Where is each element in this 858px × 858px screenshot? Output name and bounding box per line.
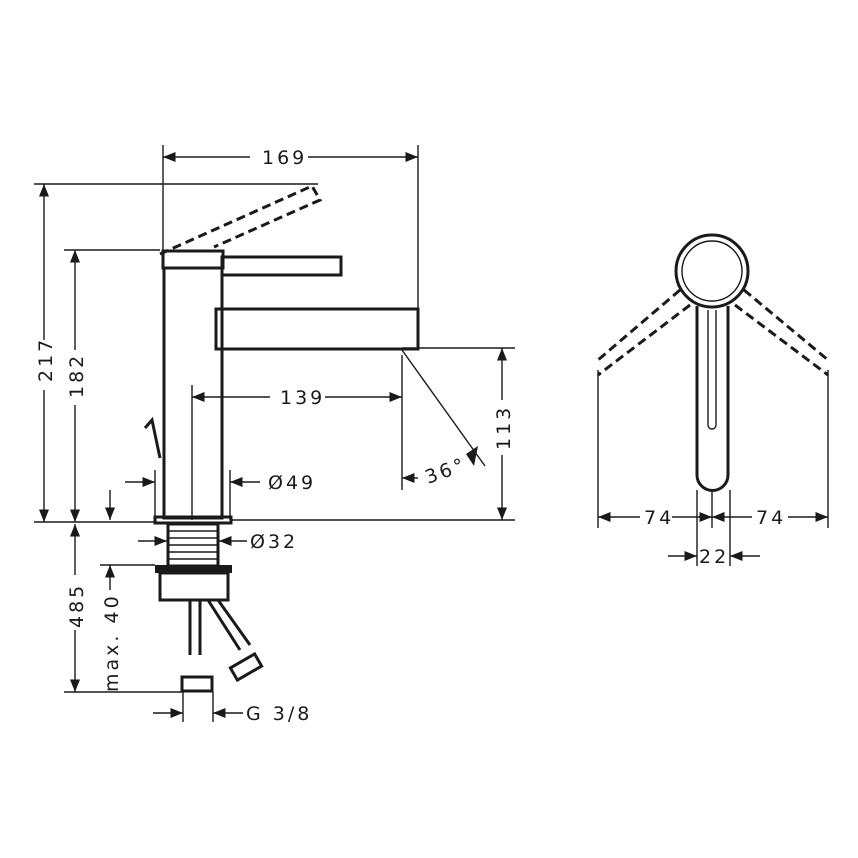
- hose-straight: [188, 600, 202, 655]
- fixing-bracket: [158, 571, 230, 602]
- lever-swing-left: [597, 288, 691, 377]
- spout: [214, 307, 420, 351]
- lever-raised-position: [159, 184, 323, 256]
- dim-swing-right: 74: [756, 507, 786, 529]
- dim-diameter-body: Ø49: [268, 472, 316, 494]
- dim-reach: 139: [280, 387, 325, 409]
- hose-nut-left: [180, 675, 214, 693]
- lever-swing-right: [734, 288, 829, 377]
- lever-top: [695, 306, 730, 492]
- dim-height-total: 217: [35, 337, 57, 382]
- dim-diameter-thread: Ø32: [250, 531, 298, 553]
- cartridge-cap: [161, 249, 225, 270]
- dim-hose-length: 485: [66, 583, 88, 628]
- dim-angle: 36°: [422, 453, 470, 488]
- popup-rod: [143, 416, 162, 459]
- fixing-nut: [155, 565, 232, 573]
- dim-handle-width: 22: [699, 546, 729, 568]
- dim-height-body: 182: [66, 353, 88, 398]
- base-plate: [153, 515, 233, 525]
- top-view: 74 74 22: [597, 233, 829, 568]
- dim-max-thickness: max. 40: [101, 593, 123, 692]
- hose-nut-right: [228, 651, 264, 683]
- side-view: 169 217 182 139 113 36° Ø49 Ø32 485 max.…: [34, 145, 515, 725]
- faucet-body: [162, 266, 224, 520]
- lever-handle: [220, 255, 343, 277]
- dim-swing-left: 74: [644, 507, 674, 529]
- handle-rosette: [674, 233, 750, 309]
- dim-spout-height: 113: [493, 405, 515, 450]
- dim-width: 169: [262, 147, 307, 169]
- hose-angled: [206, 599, 252, 651]
- dim-connection: G 3/8: [246, 703, 312, 725]
